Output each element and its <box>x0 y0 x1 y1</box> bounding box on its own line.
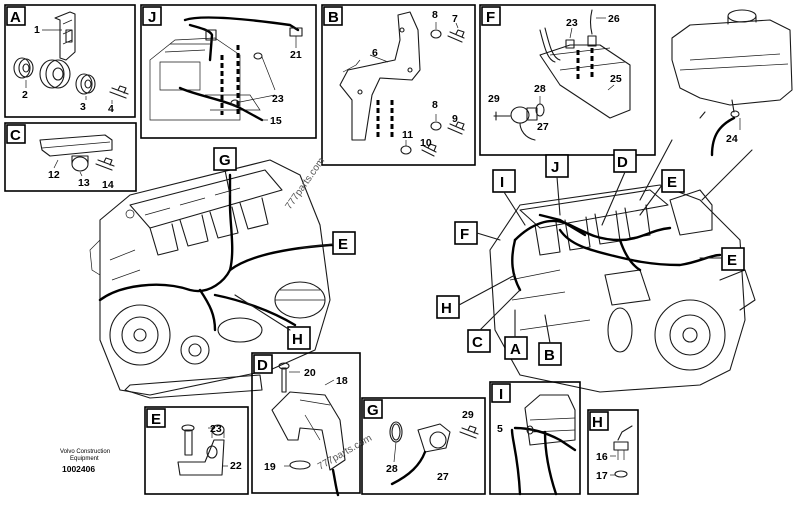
inset-h: H 16 17 <box>587 409 639 495</box>
inset-d-label: D <box>257 357 268 374</box>
label-j-right: J <box>551 159 559 176</box>
part-29-g: 29 <box>462 409 474 421</box>
inset-e-label: E <box>151 411 161 428</box>
part-22: 22 <box>230 460 242 472</box>
label-d-right: D <box>617 154 628 171</box>
inset-g-label: G <box>367 402 379 419</box>
part-29: 29 <box>488 93 500 105</box>
caption-maker-line1: Volvo Construction <box>60 449 110 455</box>
label-b-right: B <box>544 347 555 364</box>
label-e-right-top: E <box>667 174 677 191</box>
caption-doc-number: 1002406 <box>62 464 95 474</box>
inset-i: I 5 <box>489 381 581 496</box>
caption-maker-line2: Equipment <box>70 456 99 462</box>
part-24: 24 <box>726 133 738 145</box>
inset-g: G 29 28 27 <box>361 397 486 495</box>
part-4: 4 <box>108 103 114 115</box>
label-a-right: A <box>510 341 521 358</box>
inset-i-label: I <box>499 386 503 403</box>
inset-h-label: H <box>592 414 603 431</box>
part-1: 1 <box>34 24 40 36</box>
tank-callout-line-1 <box>639 139 673 201</box>
label-f-right: F <box>460 226 469 243</box>
part-25: 25 <box>610 73 622 85</box>
inset-d: D 20 18 19 <box>251 352 361 497</box>
part-28-f: 28 <box>534 83 546 95</box>
label-h-right: H <box>441 300 452 317</box>
expansion-tank: 24 <box>671 9 793 157</box>
inset-c: C 12 13 14 <box>4 122 137 192</box>
caption: Volvo Construction Equipment 1002406 <box>60 449 110 474</box>
part-18: 18 <box>336 375 348 387</box>
part-21: 21 <box>290 49 302 61</box>
part-12: 12 <box>48 169 60 181</box>
watermark-2: 777parts.com <box>316 433 374 473</box>
part-17: 17 <box>596 470 608 482</box>
inset-e: E 23 22 <box>144 406 249 495</box>
inset-b-label: B <box>328 9 339 26</box>
label-c-right: C <box>472 334 483 351</box>
inset-f: F 23 26 25 29 28 27 <box>479 4 656 156</box>
part-23-f: 23 <box>566 17 578 29</box>
part-27-g: 27 <box>437 471 449 483</box>
part-8-bottom: 8 <box>432 99 438 111</box>
inset-a: A 1 2 3 4 <box>4 4 136 118</box>
part-26: 26 <box>608 13 620 25</box>
inset-j-label: J <box>148 9 156 26</box>
inset-b: B 6 8 7 8 9 11 10 <box>321 4 476 166</box>
part-3: 3 <box>80 101 86 113</box>
part-7: 7 <box>452 13 458 25</box>
tank-callout-line-2 <box>701 149 753 201</box>
watermark-1: 777parts.com <box>283 156 327 212</box>
part-9: 9 <box>452 113 458 125</box>
part-15: 15 <box>270 115 282 127</box>
part-6: 6 <box>372 47 378 59</box>
part-28-g: 28 <box>386 463 398 475</box>
part-5: 5 <box>497 423 503 435</box>
label-g-left: G <box>219 152 231 169</box>
part-23-j: 23 <box>272 93 284 105</box>
part-2: 2 <box>22 89 28 101</box>
label-h-left: H <box>292 331 303 348</box>
part-14: 14 <box>102 179 114 191</box>
label-i-right: I <box>500 174 504 191</box>
label-e-left: E <box>338 236 348 253</box>
part-8-top: 8 <box>432 9 438 21</box>
part-19: 19 <box>264 461 276 473</box>
label-e-right: E <box>727 252 737 269</box>
inset-c-label: C <box>10 127 21 144</box>
part-11: 11 <box>402 129 413 141</box>
part-10: 10 <box>420 137 432 149</box>
part-20: 20 <box>304 367 316 379</box>
right-callouts: I J D E F E H C A B <box>436 149 745 366</box>
inset-f-label: F <box>486 9 495 26</box>
part-23-e: 23 <box>210 423 222 435</box>
left-callouts: G E H <box>213 147 356 350</box>
inset-j: J 21 23 15 <box>140 4 317 139</box>
left-engine <box>89 159 347 399</box>
part-13: 13 <box>78 177 90 189</box>
right-engine <box>489 184 756 393</box>
part-16: 16 <box>596 451 608 463</box>
part-27-f: 27 <box>537 121 549 133</box>
inset-a-label: A <box>10 9 21 26</box>
